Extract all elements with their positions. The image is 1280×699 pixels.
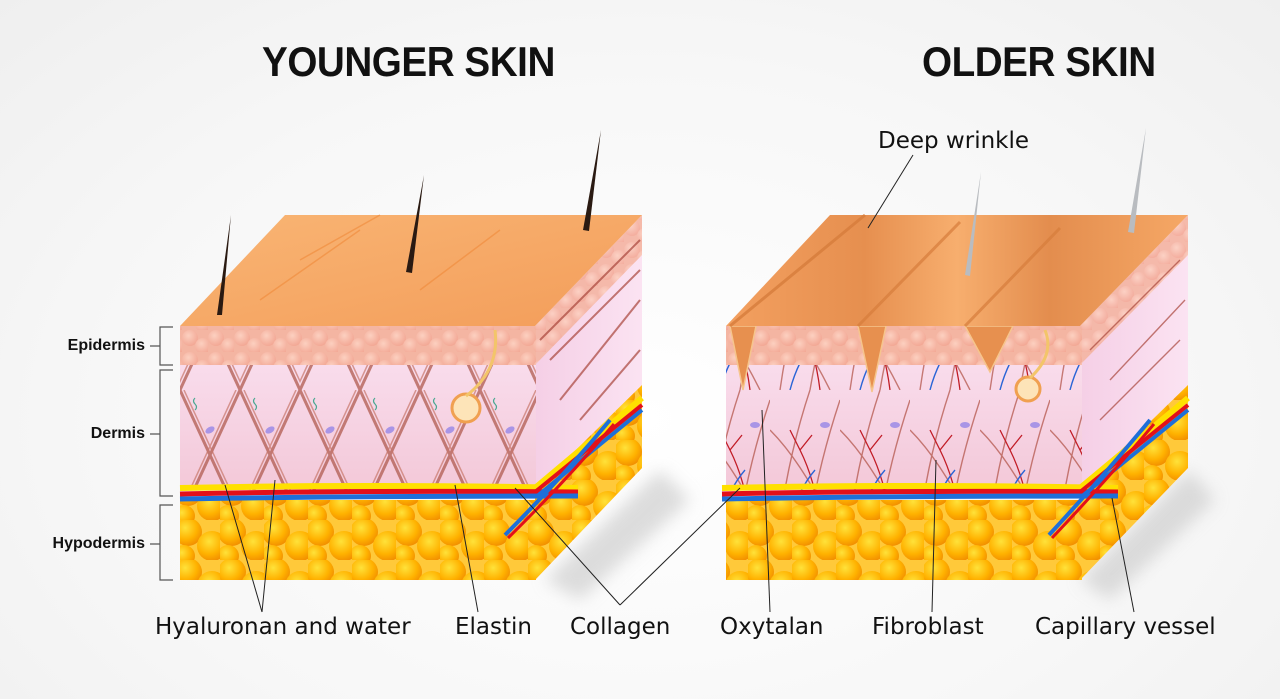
- layer-label-epidermis: Epidermis: [67, 337, 145, 354]
- older-skin-title: OLDER SKIN: [922, 38, 1156, 85]
- layer-label-dermis: Dermis: [90, 425, 145, 442]
- label-fibroblast: Fibroblast: [872, 614, 984, 640]
- label-elastin: Elastin: [455, 614, 532, 640]
- leader-lines: [224, 154, 1135, 613]
- layer-label-hypodermis: Hypodermis: [52, 535, 145, 552]
- label-capillary-vessel: Capillary vessel: [1035, 614, 1216, 640]
- label-hyaluronan: Hyaluronan and water: [155, 614, 411, 640]
- label-oxytalan: Oxytalan: [720, 614, 824, 640]
- callout-deep-wrinkle: Deep wrinkle: [878, 128, 1030, 154]
- older-skin-block: [721, 128, 1215, 600]
- label-collagen: Collagen: [570, 614, 671, 640]
- layer-brackets: [150, 326, 173, 581]
- younger-skin-title: YOUNGER SKIN: [262, 38, 555, 85]
- younger-skin-block: [179, 130, 690, 600]
